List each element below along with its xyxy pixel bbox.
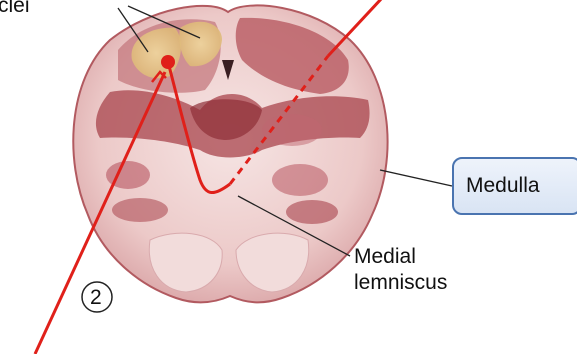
medulla-label: Medulla bbox=[466, 173, 540, 199]
medial-lemniscus-line1: Medial bbox=[354, 244, 447, 270]
right-lateral-blotch-1 bbox=[272, 164, 328, 196]
step-number-label: 2 bbox=[90, 285, 102, 311]
left-lateral-blotch-2 bbox=[112, 198, 168, 222]
right-lateral-blotch-2 bbox=[286, 200, 338, 224]
nuclei-label: clei bbox=[0, 0, 30, 19]
medulla-leader bbox=[380, 170, 452, 186]
medial-lemniscus-label: Medial lemniscus bbox=[354, 244, 447, 296]
medial-lemniscus-line2: lemniscus bbox=[354, 270, 447, 296]
